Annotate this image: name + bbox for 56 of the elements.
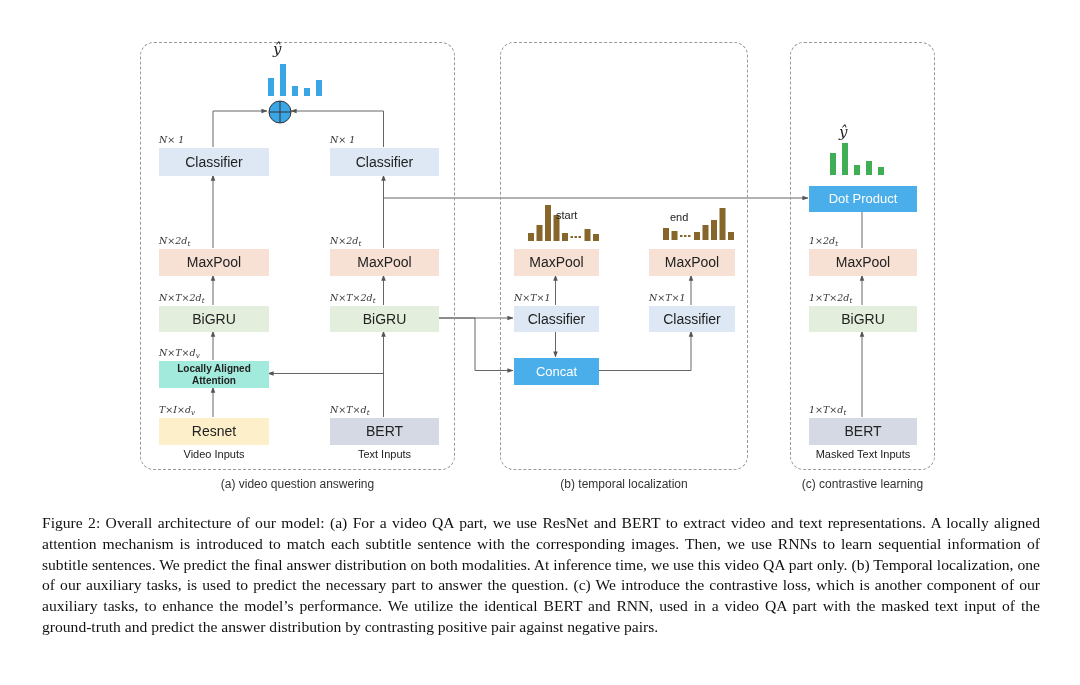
- bigru-box: BiGRU: [330, 306, 439, 332]
- dimension-label: N×2d$_{t}$: [330, 235, 362, 247]
- dimension-label: N×T×1: [649, 292, 686, 304]
- bert-box: BERT: [809, 418, 917, 445]
- arrow: [210, 330, 216, 361]
- input-label: Text Inputs: [356, 448, 413, 461]
- dimension-label: 1×T×2d$_{t}$: [809, 292, 853, 304]
- dimension-label: N×2d$_{t}$: [159, 235, 191, 247]
- bigru-box: BiGRU: [159, 306, 269, 332]
- output-symbol: ŷ: [273, 42, 282, 57]
- output-symbol: ŷ: [839, 125, 848, 140]
- dimension-label: N×T×1: [514, 292, 551, 304]
- chart-label: end: [670, 212, 689, 223]
- arrow: [210, 174, 216, 249]
- arrow: [859, 330, 865, 418]
- panel-caption: (b) temporal localization: [559, 476, 689, 493]
- arrow: [553, 330, 558, 358]
- panel-caption: (a) video question answering: [219, 476, 376, 493]
- classifier-box: Classifier: [649, 306, 735, 332]
- arrow: [553, 274, 558, 306]
- input-label: Video Inputs: [182, 448, 246, 461]
- maxpool-box: MaxPool: [159, 249, 269, 276]
- dimension-label: 1×2d$_{t}$: [809, 235, 838, 247]
- dimension-label: T×I×d$_{v}$: [159, 404, 196, 416]
- sum-circle: [268, 100, 292, 124]
- arrow: [381, 274, 386, 306]
- dimension-label: N×T×2d$_{t}$: [330, 292, 376, 304]
- figure-caption: Figure 2: Overall architecture of our model: (a) For a video QA part, we use ResNet and BERT to extract video and text representations. A locally aligned attention mechanism is introduced to match each subtitle sentence with the corresponding images. Then, we use RNNs to learn sequential information of subtitle sentences. We predict the final answer distribution on both modalities. At inference time, we use this video QA part only. (b) Temporal localization, one of our auxiliary tasks, is used to predict the necessary part to answer the question. (c) We introduce the contrastive loss, which is another component of our auxiliary tasks, to enhance the model’s performance. We utilize the identical BERT and RNN, used in a video QA part with the masked text input of the ground-truth and predict the answer distribution by contrasting positive pair against negative pairs.: [42, 513, 1040, 637]
- dimension-label: N×T×2d$_{t}$: [159, 292, 205, 304]
- arrow: [212, 108, 268, 148]
- classifier-box: Classifier: [514, 306, 599, 332]
- dimension-label: N×T×d$_{t}$: [330, 404, 370, 416]
- arrow: [210, 274, 216, 306]
- dimension-label: N× 1: [159, 134, 185, 146]
- maxpool-box: MaxPool: [809, 249, 917, 276]
- maxpool-box: MaxPool: [330, 249, 439, 276]
- bert-box: BERT: [330, 418, 439, 445]
- chart-label: start: [556, 210, 578, 221]
- arrow: [859, 274, 865, 306]
- arrow: [210, 386, 216, 418]
- input-label: Masked Text Inputs: [814, 448, 912, 461]
- bigru-box: BiGRU: [809, 306, 917, 332]
- panel-caption: (c) contrastive learning: [800, 476, 925, 493]
- resnet-box: Resnet: [159, 418, 269, 445]
- arrow: [688, 274, 694, 306]
- attention-box: Locally Aligned Attention: [159, 361, 269, 388]
- dimension-label: N× 1: [330, 134, 356, 146]
- dimension-label: N×T×d$_{v}$: [159, 347, 200, 359]
- concat-box: Concat: [514, 358, 599, 385]
- dot-product-box: Dot Product: [809, 186, 917, 212]
- dimension-label: 1×T×d$_{t}$: [809, 404, 847, 416]
- classifier-box: Classifier: [159, 148, 269, 176]
- arrow: [290, 108, 384, 148]
- maxpool-box: MaxPool: [649, 249, 735, 276]
- classifier-box: Classifier: [330, 148, 439, 176]
- maxpool-box: MaxPool: [514, 249, 599, 276]
